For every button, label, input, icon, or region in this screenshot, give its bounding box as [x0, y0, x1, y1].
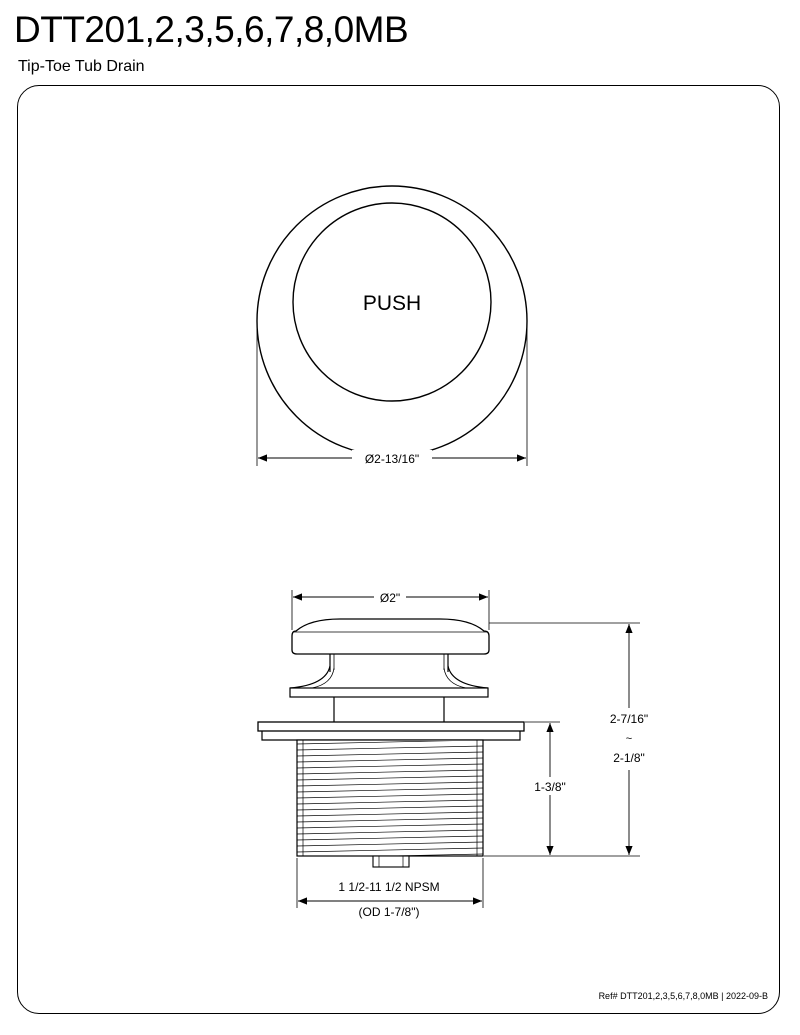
drawing-frame: [17, 85, 780, 1014]
push-label: PUSH: [363, 292, 421, 315]
body-flange: [257, 721, 525, 732]
cap-diameter-label: Ø2": [380, 591, 400, 605]
threaded-body: [296, 739, 484, 857]
flange-outer-ring: [256, 185, 528, 457]
overall-height-max-label: 2-7/16": [610, 712, 648, 726]
model-number-title: DTT201,2,3,5,6,7,8,0MB: [14, 9, 409, 50]
drain-cap: [291, 618, 490, 655]
overall-height-min-label: 2-1/8": [613, 751, 645, 765]
bottom-screw: [372, 855, 410, 868]
side-view: Ø2" 2-7/16" ~ 2-1/8" 1-3/8" 1 1/2-11 1/2…: [257, 589, 655, 920]
top-view: PUSH Ø2-13/16": [256, 185, 528, 466]
seal-flange: [289, 687, 489, 698]
product-name-subtitle: Tip-Toe Tub Drain: [18, 58, 145, 75]
cap-inner-circle: [292, 202, 492, 402]
body-height-label: 1-3/8": [534, 780, 566, 794]
thread-od-label: (OD 1-7/8"): [359, 905, 420, 919]
thread-lines: [297, 741, 483, 856]
flange-diameter-label: Ø2-13/16": [365, 452, 419, 466]
thread-spec-label: 1 1/2-11 1/2 NPSM: [338, 880, 439, 894]
overall-height-separator: ~: [626, 733, 632, 745]
drawing-reference: Ref# DTT201,2,3,5,6,7,8,0MB | 2022-09-B: [598, 991, 768, 1001]
